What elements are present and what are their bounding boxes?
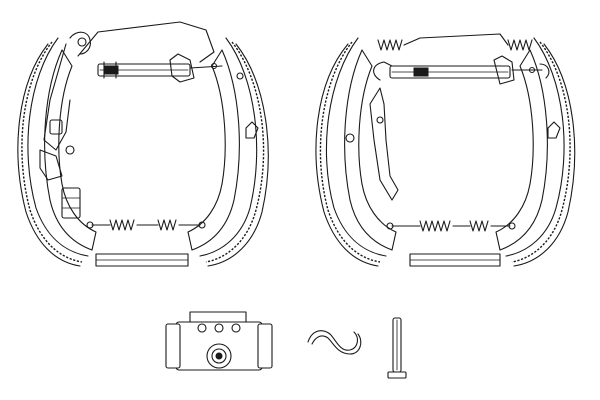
left-lining-left xyxy=(21,41,83,263)
left-adjuster-nut xyxy=(103,65,119,75)
left-adjuster-strut xyxy=(97,63,191,77)
spring-clip-icon xyxy=(307,330,362,355)
left-lower-spring-b xyxy=(157,219,177,231)
shoe-assembly-left xyxy=(17,21,269,267)
left-parking-lever-block xyxy=(61,187,81,219)
shoe-assembly-right xyxy=(315,33,576,267)
left-anchor-plate xyxy=(95,253,189,267)
pin-icon xyxy=(387,317,407,379)
wheel-cylinder-icon xyxy=(165,311,273,371)
left-lining-right xyxy=(205,41,265,263)
right-anchor-plate xyxy=(409,253,501,267)
right-upper-spring-left xyxy=(377,39,403,51)
left-lower-spring-a xyxy=(109,219,135,231)
right-adjuster-strut xyxy=(389,65,511,79)
right-upper-spring-right xyxy=(507,39,533,51)
